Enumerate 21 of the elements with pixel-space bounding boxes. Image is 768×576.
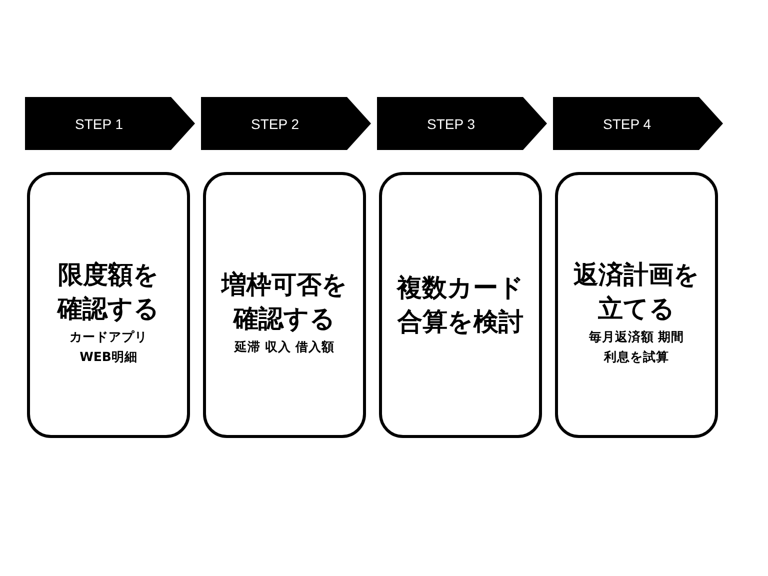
step-card — [379, 172, 542, 438]
step-card — [203, 172, 366, 438]
step-detail: 毎月返済額 期間 — [588, 328, 684, 346]
step-label: STEP 2 — [251, 116, 299, 132]
step-header — [377, 97, 547, 150]
step-card — [555, 172, 718, 438]
step-card — [27, 172, 190, 438]
step-title: 限度額を確認する — [56, 258, 160, 325]
step-detail: 延滞 収入 借入額 — [234, 338, 334, 356]
step-title: 返済計画を立てる — [572, 258, 700, 325]
step-label: STEP 4 — [603, 116, 651, 132]
step-detail: カードアプリ — [70, 328, 148, 346]
step-label: STEP 1 — [75, 116, 123, 132]
step-header — [201, 97, 371, 150]
step-title: 増枠可否を確認する — [220, 268, 348, 335]
step-header — [25, 97, 195, 150]
step-title: 複数カード合算を検討 — [395, 272, 525, 338]
step-detail: WEB明細 — [80, 348, 138, 366]
step-label: STEP 3 — [427, 116, 475, 132]
step-header — [553, 97, 723, 150]
step-detail: 利息を試算 — [604, 348, 669, 366]
